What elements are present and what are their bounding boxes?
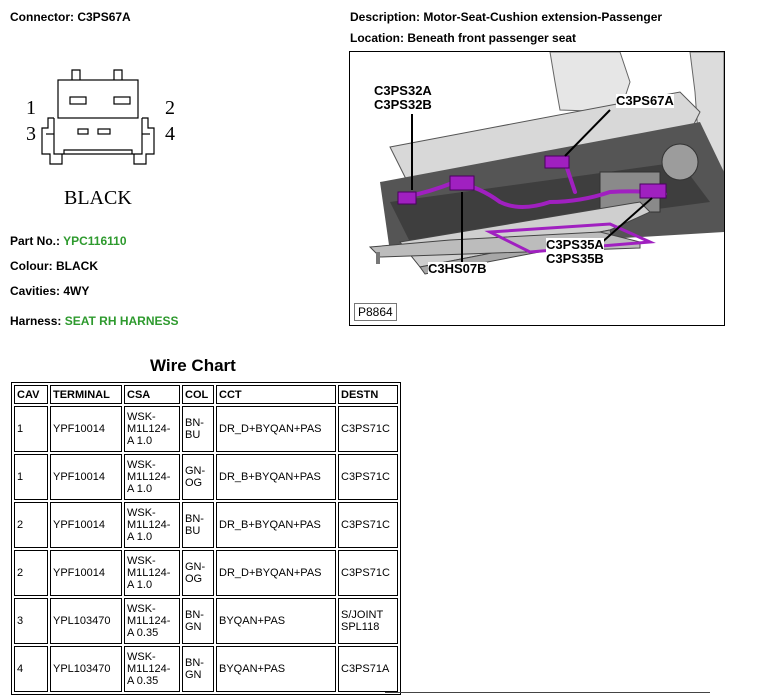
- cell-cct: DR_D+BYQAN+PAS: [216, 406, 336, 452]
- cell-terminal: YPL103470: [50, 598, 122, 644]
- col-header-terminal: TERMINAL: [50, 385, 122, 404]
- cavities-label: Cavities:: [10, 284, 64, 298]
- cell-terminal: YPL103470: [50, 646, 122, 692]
- cell-destn: C3PS71A: [338, 646, 398, 692]
- description-line: Description: Motor-Seat-Cushion extensio…: [350, 10, 662, 24]
- cavities-line: Cavities: 4WY: [10, 284, 89, 298]
- cell-csa: WSK-M1L124-A 0.35: [124, 598, 180, 644]
- connector-line: Connector: C3PS67A: [10, 10, 131, 24]
- description-label: Description:: [350, 10, 424, 24]
- cell-cct: BYQAN+PAS: [216, 598, 336, 644]
- location-line: Location: Beneath front passenger seat: [350, 31, 576, 45]
- cell-col: BN-BU: [182, 406, 214, 452]
- cell-terminal: YPF10014: [50, 550, 122, 596]
- cell-csa: WSK-M1L124-A 1.0: [124, 454, 180, 500]
- location-value: Beneath front passenger seat: [407, 31, 577, 45]
- cell-cav: 2: [14, 502, 48, 548]
- callout-c3hs07: C3HS07B: [428, 261, 487, 276]
- cell-csa: WSK-M1L124-A 0.35: [124, 646, 180, 692]
- cell-cav: 2: [14, 550, 48, 596]
- colour-line: Colour: BLACK: [10, 259, 98, 273]
- callout-c3ps67: C3PS67A: [616, 93, 674, 108]
- cell-cct: DR_D+BYQAN+PAS: [216, 550, 336, 596]
- cell-destn: C3PS71C: [338, 454, 398, 500]
- cell-csa: WSK-M1L124-A 1.0: [124, 502, 180, 548]
- pin-3-label: 3: [26, 123, 36, 145]
- cell-destn: C3PS71C: [338, 502, 398, 548]
- description-value: Motor-Seat-Cushion extension-Passenger: [423, 10, 663, 24]
- part-no-link[interactable]: YPC116110: [63, 234, 127, 248]
- col-header-cct: CCT: [216, 385, 336, 404]
- location-label: Location:: [350, 31, 408, 45]
- cell-destn: C3PS71C: [338, 406, 398, 452]
- cell-csa: WSK-M1L124-A 1.0: [124, 406, 180, 452]
- harness-line: Harness: SEAT RH HARNESS: [10, 314, 179, 328]
- bottom-divider: [385, 692, 710, 693]
- cell-terminal: YPF10014: [50, 502, 122, 548]
- harness-label: Harness:: [10, 314, 65, 328]
- cell-cav: 1: [14, 454, 48, 500]
- cell-cav: 4: [14, 646, 48, 692]
- cell-cct: DR_B+BYQAN+PAS: [216, 502, 336, 548]
- pin-4-label: 4: [165, 123, 175, 145]
- wire-chart-title: Wire Chart: [150, 356, 236, 375]
- cell-terminal: YPF10014: [50, 454, 122, 500]
- cell-csa: WSK-M1L124-A 1.0: [124, 550, 180, 596]
- cavities-value: 4WY: [63, 284, 90, 298]
- cell-col: GN-OG: [182, 550, 214, 596]
- connector-pin-diagram: 1 2 3 4 BLACK: [20, 58, 195, 213]
- part-no-label: Part No.:: [10, 234, 64, 248]
- cell-terminal: YPF10014: [50, 406, 122, 452]
- cell-cct: DR_B+BYQAN+PAS: [216, 454, 336, 500]
- cell-cav: 3: [14, 598, 48, 644]
- cell-col: BN-GN: [182, 646, 214, 692]
- connector-label: Connector:: [10, 10, 78, 24]
- photo-reference-id: P8864: [354, 303, 397, 321]
- pin-1-label: 1: [26, 97, 36, 119]
- col-header-destn: DESTN: [338, 385, 398, 404]
- pin-2-label: 2: [165, 97, 175, 119]
- harness-link[interactable]: SEAT RH HARNESS: [64, 314, 179, 328]
- col-header-csa: CSA: [124, 385, 180, 404]
- cell-col: GN-OG: [182, 454, 214, 500]
- part-no-line: Part No.: YPC116110: [10, 234, 127, 248]
- cell-col: BN-GN: [182, 598, 214, 644]
- colour-value: BLACK: [56, 259, 98, 273]
- cell-cct: BYQAN+PAS: [216, 646, 336, 692]
- connector-face-drawing: 1 2 3 4 BLACK: [26, 69, 175, 209]
- col-header-cav: CAV: [14, 385, 48, 404]
- cell-cav: 1: [14, 406, 48, 452]
- colour-label: Colour:: [10, 259, 56, 273]
- connector-id: C3PS67A: [77, 10, 131, 24]
- cell-col: BN-BU: [182, 502, 214, 548]
- cell-destn: C3PS71C: [338, 550, 398, 596]
- col-header-col: COL: [182, 385, 214, 404]
- table-header-row: CAV TERMINAL CSA COL CCT DESTN: [14, 385, 398, 404]
- seat-frame-illustration: [350, 52, 724, 325]
- connector-colour-label: BLACK: [64, 187, 132, 209]
